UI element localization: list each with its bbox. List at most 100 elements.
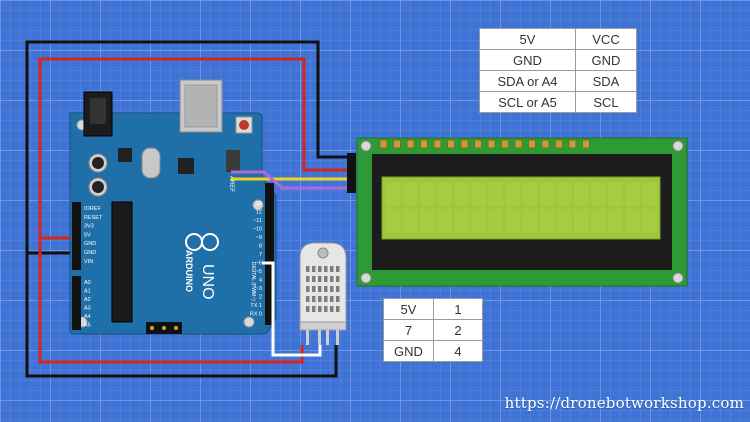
- power-pin-label: GND: [84, 241, 96, 247]
- lcd-character-cell: [539, 182, 555, 206]
- arduino-logo: [185, 233, 219, 251]
- digital-pin-label: TX 1: [250, 303, 262, 309]
- grille-hole: [318, 306, 322, 312]
- sensor-pin-cell: 1: [433, 298, 483, 320]
- lcd-character-cell: [574, 209, 589, 233]
- lcd-character-cell: [591, 209, 606, 233]
- lcd-character-cell: [488, 209, 504, 233]
- lcd-character-cell: [539, 209, 555, 233]
- lcd-character-grid: [386, 182, 657, 233]
- power-pin-label: RESET: [84, 215, 103, 221]
- lcd-character-cell: [454, 209, 469, 233]
- mounting-hole: [360, 272, 372, 284]
- lcd-character-cell: [488, 182, 504, 206]
- lcd-wires: [25, 40, 356, 378]
- lcd-pin: [420, 139, 428, 149]
- analog-pin-label: A0: [84, 280, 91, 286]
- lcd-character-cell: [386, 182, 401, 206]
- lcd-character-cell: [642, 209, 657, 233]
- sensor-pin: [326, 330, 329, 345]
- grille-hole: [306, 286, 310, 292]
- grille-hole: [306, 296, 310, 302]
- lcd-pin: [433, 139, 442, 149]
- lcd-character-cell: [625, 182, 640, 206]
- digital-header-title: DIGITAL (PWM~): [250, 262, 256, 301]
- grille-hole: [306, 306, 310, 312]
- lcd-character-cell: [403, 209, 418, 233]
- lcd-character-cell: [437, 182, 452, 206]
- lcd-pin: [393, 139, 401, 149]
- wire-signal-sensor: [262, 261, 322, 357]
- arduino-pin-cell: 5V: [479, 28, 576, 50]
- lcd-pin-cell: SCL: [575, 91, 637, 113]
- grille-hole: [306, 266, 310, 272]
- grille-hole: [330, 296, 334, 302]
- grille-hole: [330, 276, 334, 282]
- grille-hole: [324, 276, 328, 282]
- table-row: SDA or A4 SDA: [479, 70, 637, 92]
- lcd-pin: [501, 139, 509, 149]
- lcd-character-cell: [522, 209, 538, 233]
- digital-pin-label: RX 0: [250, 312, 262, 318]
- i2c-connector: [347, 153, 356, 193]
- sensor-grille: [306, 266, 340, 312]
- digital-pin-label: 7: [259, 252, 262, 258]
- lcd-pin: [487, 139, 496, 149]
- digital-pin-label: 8: [259, 244, 262, 250]
- sensor-pin-cell: 2: [433, 319, 483, 341]
- analog-pin-label: A5: [84, 323, 91, 329]
- lcd-pin: [528, 139, 536, 149]
- grille-hole: [312, 306, 316, 312]
- lcd-pin-cell: SDA: [575, 70, 637, 92]
- table-row: GND GND: [479, 49, 637, 71]
- dht-sensor: [299, 242, 347, 345]
- digital-pin-label: ~10: [253, 227, 262, 233]
- digital-pin-label: ~3: [256, 286, 262, 292]
- lcd-character-cell: [437, 209, 452, 233]
- lcd-pin: [460, 139, 469, 149]
- sensor-pin-cell: 4: [433, 340, 483, 362]
- analog-pin-label: A1: [84, 289, 91, 295]
- lcd-character-cell: [471, 182, 486, 206]
- board-name-label: UNO: [199, 264, 216, 300]
- table-row: 5V 1: [383, 298, 483, 320]
- lcd-pin: [555, 139, 563, 149]
- mounting-hole: [243, 316, 255, 328]
- digital-pin-label: ~5: [256, 269, 262, 275]
- lcd-character-cell: [505, 182, 521, 206]
- grille-hole: [336, 296, 340, 302]
- grille-hole: [318, 286, 322, 292]
- lcd-character-cell: [505, 209, 521, 233]
- grille-hole: [318, 296, 322, 302]
- lcd-pin: [514, 139, 523, 149]
- digital-header: [265, 183, 274, 325]
- grille-hole: [324, 266, 328, 272]
- lcd-pin: [541, 139, 550, 149]
- atmega-chip: [111, 201, 133, 323]
- lcd-character-cell: [386, 209, 401, 233]
- lcd-pin-cell: GND: [575, 49, 637, 71]
- lcd-character-cell: [591, 182, 606, 206]
- lcd-module: [347, 137, 688, 287]
- analog-header: [72, 276, 81, 330]
- lcd-pin: [582, 139, 590, 149]
- lcd-character-cell: [471, 209, 486, 233]
- grille-hole: [324, 306, 328, 312]
- lcd-pin: [447, 139, 455, 149]
- digital-pin-label: ~6: [256, 261, 262, 267]
- lcd-character-cell: [403, 182, 418, 206]
- power-pin-label: 5V: [84, 232, 91, 238]
- board-brand-label: ARDUINO: [184, 250, 194, 292]
- grille-hole: [324, 296, 328, 302]
- lcd-character-cell: [522, 182, 538, 206]
- analog-pin-label: A3: [84, 306, 91, 312]
- grille-hole: [336, 276, 340, 282]
- table-row: SCL or A5 SCL: [479, 91, 637, 113]
- grille-hole: [336, 266, 340, 272]
- website-url[interactable]: https://dronebotworkshop.com: [504, 394, 744, 412]
- lcd-pin-cell: VCC: [575, 28, 637, 50]
- lcd-character-cell: [454, 182, 469, 206]
- arduino-uno-board: ARDUINO UNO DIGITAL (PWM~) AREF 1312~11~…: [69, 79, 277, 335]
- sensor-pin: [306, 330, 309, 345]
- wire-gnd-lcd-top: [25, 40, 356, 253]
